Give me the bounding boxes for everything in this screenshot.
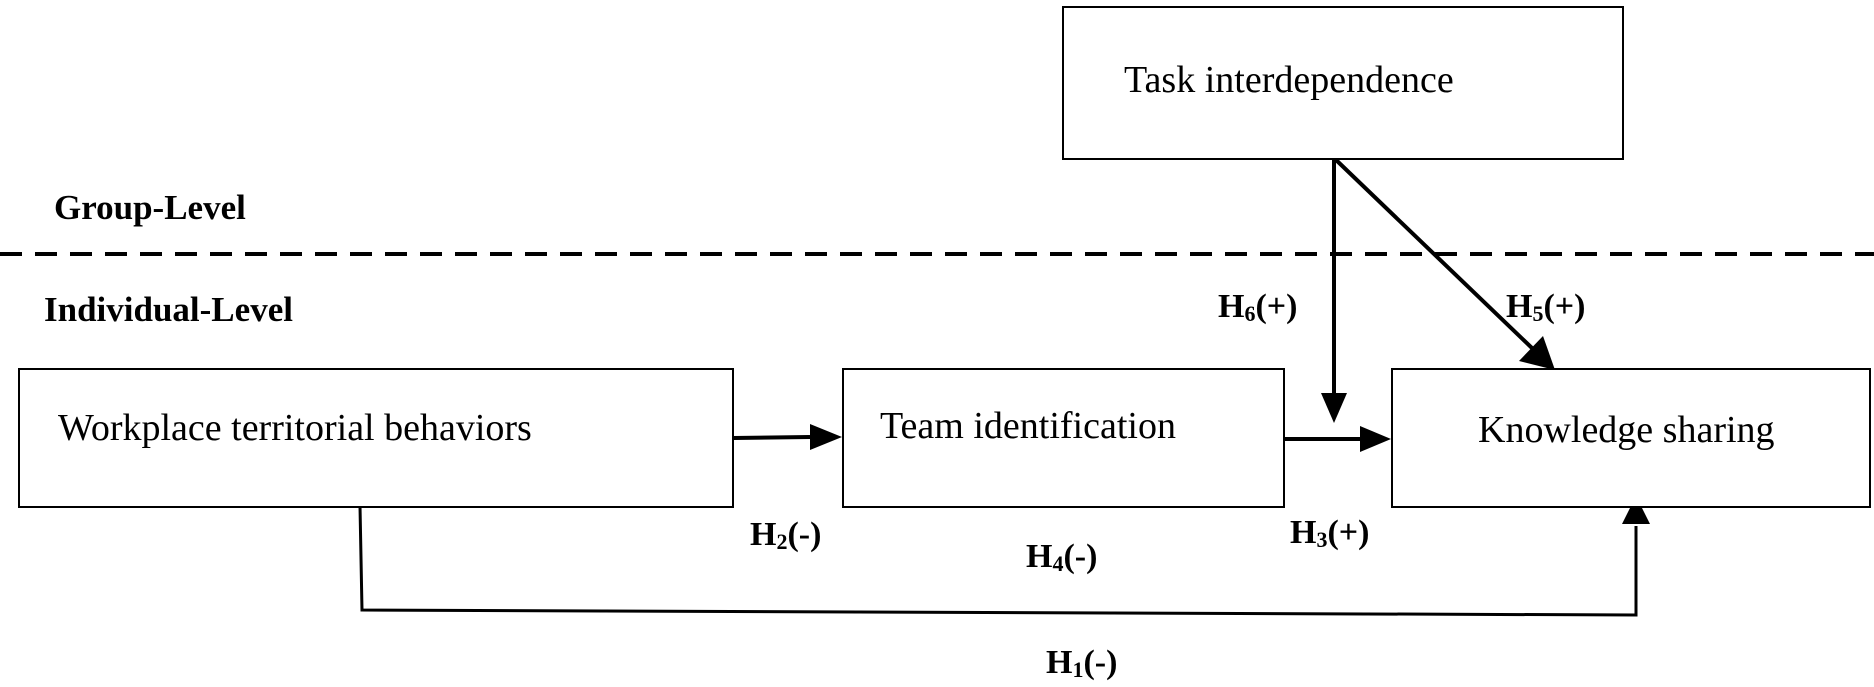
hypothesis-h6-label: H6(+) [1218,288,1298,326]
task-interdependence-label: Task interdependence [1124,59,1454,101]
task-interdependence-box [1062,6,1624,160]
hypothesis-h1-label: H1(-) [1046,644,1118,682]
arrow-h1 [358,505,1638,617]
hypothesis-h4-label: H4(-) [1026,538,1098,576]
hypothesis-h2-label: H2(-) [750,516,822,554]
arrow-h2 [733,435,811,440]
group-level-label: Group-Level [54,188,246,227]
territorial-behaviors-box [18,368,734,508]
arrowhead-h3 [1360,426,1391,452]
arrowhead-h5 [1519,336,1555,370]
knowledge-sharing-box [1391,368,1871,508]
team-identification-box [842,368,1285,508]
knowledge-sharing-label: Knowledge sharing [1478,409,1775,451]
arrowhead-h2 [810,424,842,450]
arrowhead-h6 [1321,393,1347,423]
hypothesis-h5-label: H5(+) [1506,288,1586,326]
arrowhead-h1 [1622,496,1650,524]
territorial-behaviors-label: Workplace territorial behaviors [58,407,532,449]
hypothesis-h3-label: H3(+) [1290,514,1370,552]
team-identification-label: Team identification [880,405,1176,447]
individual-level-label: Individual-Level [44,290,293,329]
arrow-h5 [1332,156,1536,352]
